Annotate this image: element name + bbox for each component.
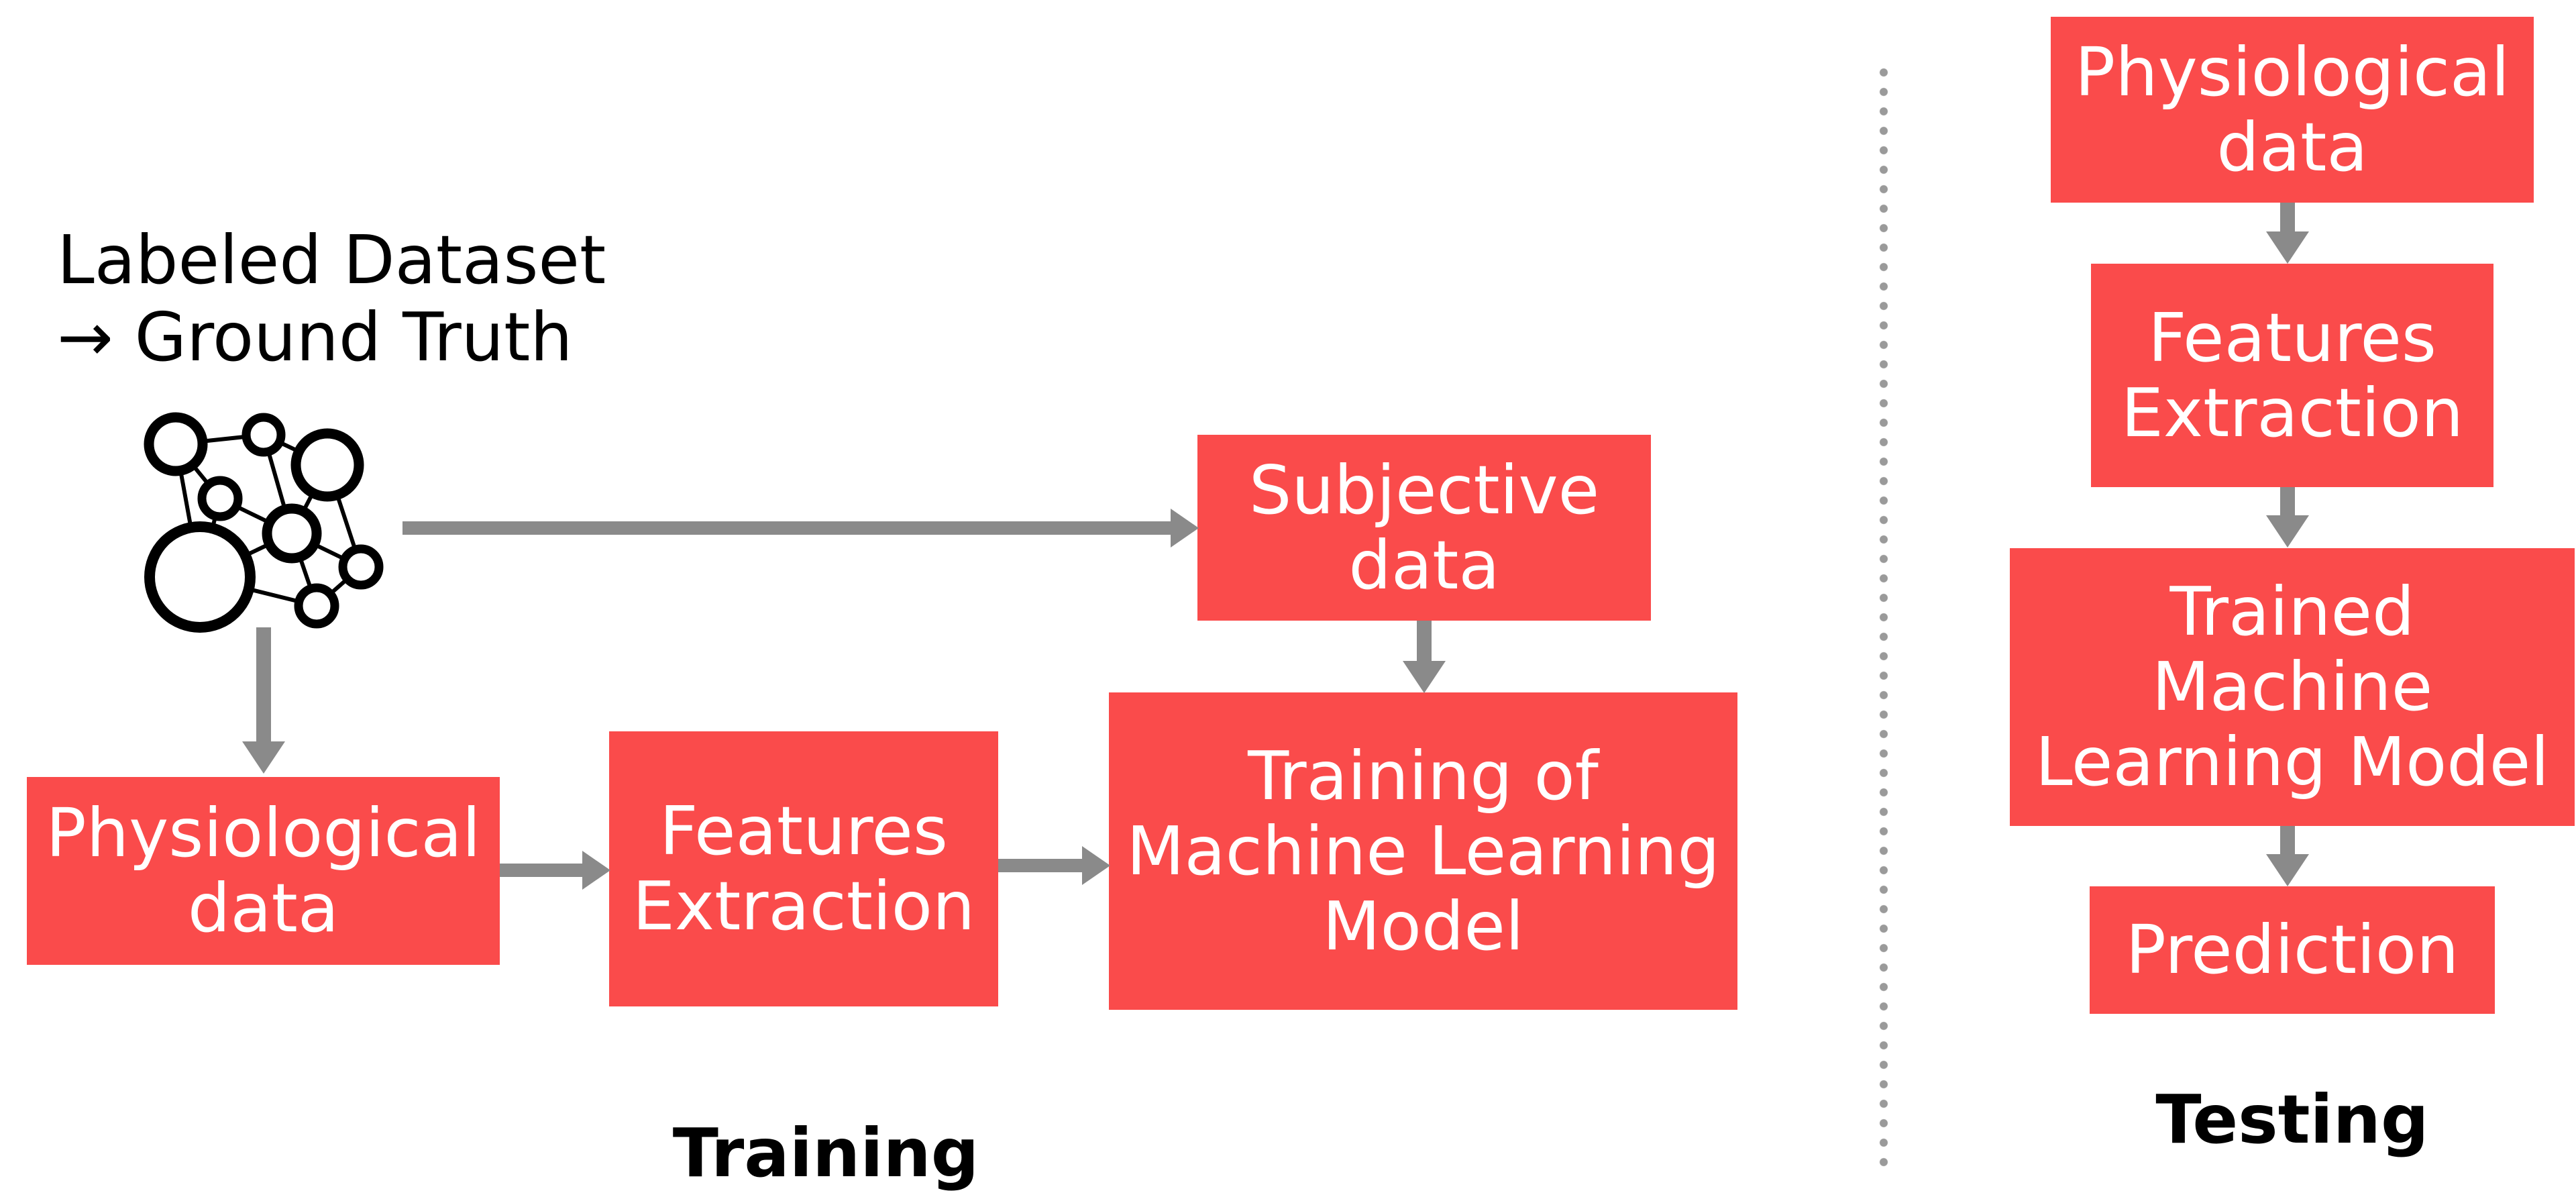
arrow-shaft [1417,621,1432,661]
subjective-data-line-1: Subjective [1248,450,1600,529]
features-line-1: Features [2148,298,2436,377]
features-line-2: Extraction [2121,373,2464,452]
training-physiological-data-box: Physiological data [27,777,500,965]
annotation-line-2: → Ground Truth [57,298,573,376]
network-graph-icon [141,409,389,637]
arrow-shaft [998,859,1082,872]
arrow-shaft [2280,203,2295,231]
features-line-1: Features [659,792,948,870]
trained-machine-learning-model-box: Trained Machine Learning Model [2010,548,2575,826]
prediction-box: Prediction [2090,886,2495,1014]
arrow-shaft [256,627,271,741]
testing-physiological-data-box: Physiological data [2051,17,2534,203]
training-of-machine-learning-model-box: Training of Machine Learning Model [1109,692,1737,1010]
trained-model-line-2: Machine [2151,647,2433,726]
testing-section-label: Testing [2155,1080,2429,1159]
arrow-right-head-icon [582,851,610,890]
prediction-line-1: Prediction [2125,910,2459,989]
arrow-shaft [2280,826,2295,854]
arrow-down-head-icon [2266,854,2309,886]
training-model-line-2: Machine Learning [1126,811,1720,890]
physiological-line-2: data [2216,107,2368,187]
physiological-line-2: data [187,869,339,947]
arrow-down-head-icon [2266,515,2309,548]
arrow-right-head-icon [1082,846,1110,885]
arrow-shaft [402,521,1171,535]
arrow-down-head-icon [242,741,285,774]
training-section-label: Training [672,1114,979,1192]
subjective-data-box: Subjective data [1197,435,1651,621]
subjective-data-line-2: data [1348,525,1500,605]
training-features-extraction-box: Features Extraction [609,731,998,1006]
physiological-line-1: Physiological [2074,32,2510,111]
arrow-right-head-icon [1171,509,1199,548]
physiological-line-1: Physiological [46,794,481,872]
arrow-shaft [500,864,582,877]
section-divider-dotted-line [1878,67,1889,1167]
labeled-dataset-annotation: Labeled Dataset → Ground Truth [57,221,606,376]
arrow-down-head-icon [2266,231,2309,264]
features-line-2: Extraction [632,867,975,945]
training-model-line-3: Model [1322,886,1524,966]
trained-model-line-1: Trained [2169,572,2415,651]
arrow-down-head-icon [1403,661,1446,693]
arrow-shaft [2280,487,2295,515]
testing-features-extraction-box: Features Extraction [2091,264,2493,487]
trained-model-line-3: Learning Model [2035,723,2550,801]
annotation-line-1: Labeled Dataset [57,221,606,299]
training-model-line-1: Training of [1248,736,1599,815]
